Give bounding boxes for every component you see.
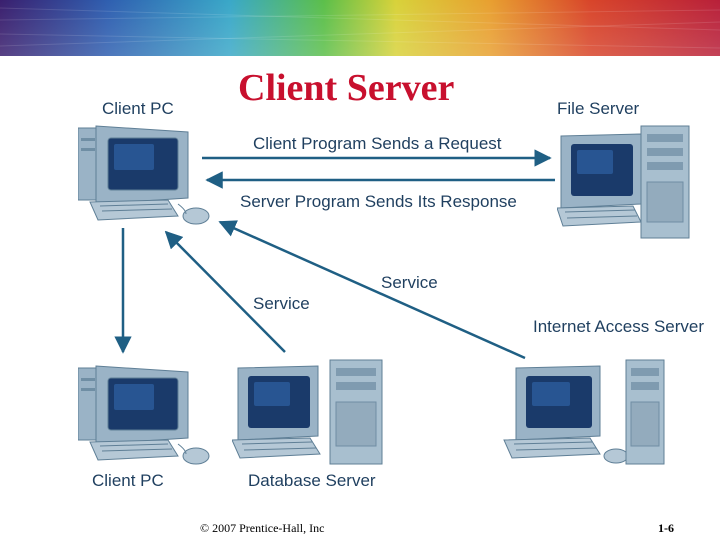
client-pc-bottom-icon — [77, 358, 218, 473]
label-request: Client Program Sends a Request — [253, 134, 502, 153]
label-file-server: File Server — [557, 99, 640, 118]
label-service-left: Service — [253, 294, 310, 313]
client-pc-top-icon — [77, 118, 218, 233]
label-client-pc-bottom: Client PC — [92, 471, 164, 490]
label-internet-access-server: Internet Access Server — [533, 317, 705, 336]
internet-service-arrow — [218, 220, 526, 360]
label-service-right: Service — [381, 273, 438, 292]
label-database-server: Database Server — [248, 471, 376, 490]
label-response: Server Program Sends Its Response — [240, 192, 517, 211]
label-client-pc-top: Client PC — [102, 99, 174, 118]
database-server-icon — [231, 356, 392, 473]
internet-access-server-icon — [498, 356, 668, 473]
rainbow-banner — [0, 0, 720, 56]
slide-title: Client Server — [238, 67, 455, 109]
file-server-icon — [556, 122, 697, 247]
footer-copyright: © 2007 Prentice-Hall, Inc — [200, 521, 325, 535]
database-service-arrow — [164, 230, 286, 353]
footer-page-number: 1-6 — [658, 521, 674, 535]
